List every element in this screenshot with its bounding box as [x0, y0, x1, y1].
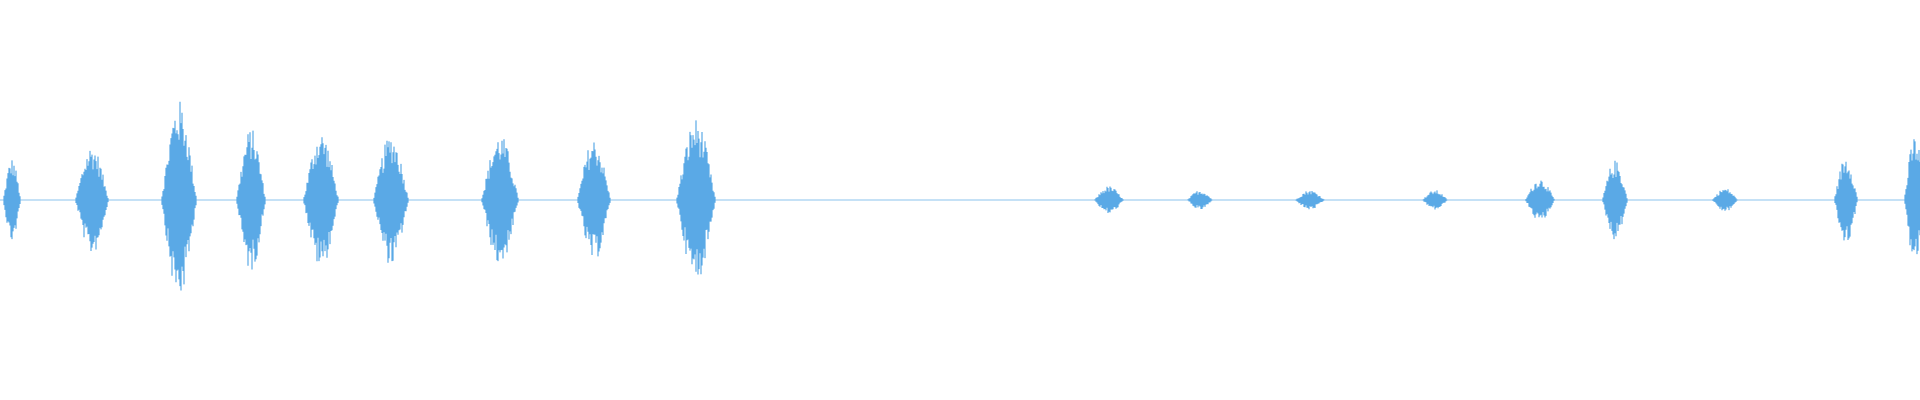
waveform-burst-path — [577, 142, 611, 257]
waveform-burst-path — [1094, 186, 1124, 213]
waveform-bursts — [3, 101, 1920, 291]
waveform-burst-4 — [236, 130, 266, 270]
waveform-burst-path — [676, 120, 716, 275]
waveform-burst-path — [303, 137, 339, 262]
waveform-burst-path — [1712, 189, 1738, 211]
waveform-burst-path — [1525, 180, 1555, 218]
waveform-burst-path — [3, 160, 21, 240]
waveform-burst-11 — [1187, 191, 1213, 209]
waveform-burst-3 — [161, 101, 197, 291]
waveform-burst-10 — [1094, 186, 1124, 213]
waveform-burst-1 — [3, 160, 21, 240]
waveform-burst-2 — [75, 150, 109, 251]
waveform-burst-17 — [1834, 161, 1858, 241]
waveform-burst-path — [1295, 191, 1325, 210]
waveform-burst-6 — [373, 140, 409, 263]
waveform-burst-path — [481, 139, 519, 262]
waveform-burst-path — [373, 140, 409, 263]
waveform-burst-path — [236, 130, 266, 270]
waveform-burst-path — [1602, 160, 1628, 240]
waveform-burst-path — [161, 101, 197, 291]
waveform-burst-path — [75, 150, 109, 251]
waveform-burst-13 — [1422, 190, 1448, 210]
waveform-burst-8 — [577, 142, 611, 257]
waveform-burst-12 — [1295, 191, 1325, 210]
waveform-burst-15 — [1602, 160, 1628, 240]
waveform-burst-14 — [1525, 180, 1555, 218]
waveform-burst-path — [1187, 191, 1213, 209]
waveform-burst-9 — [676, 120, 716, 275]
waveform-burst-16 — [1712, 189, 1738, 211]
waveform-burst-5 — [303, 137, 339, 262]
waveform-burst-18 — [1904, 139, 1920, 255]
waveform-burst-path — [1422, 190, 1448, 210]
waveform-burst-path — [1904, 139, 1920, 255]
waveform-burst-path — [1834, 161, 1858, 241]
waveform-burst-7 — [481, 139, 519, 262]
